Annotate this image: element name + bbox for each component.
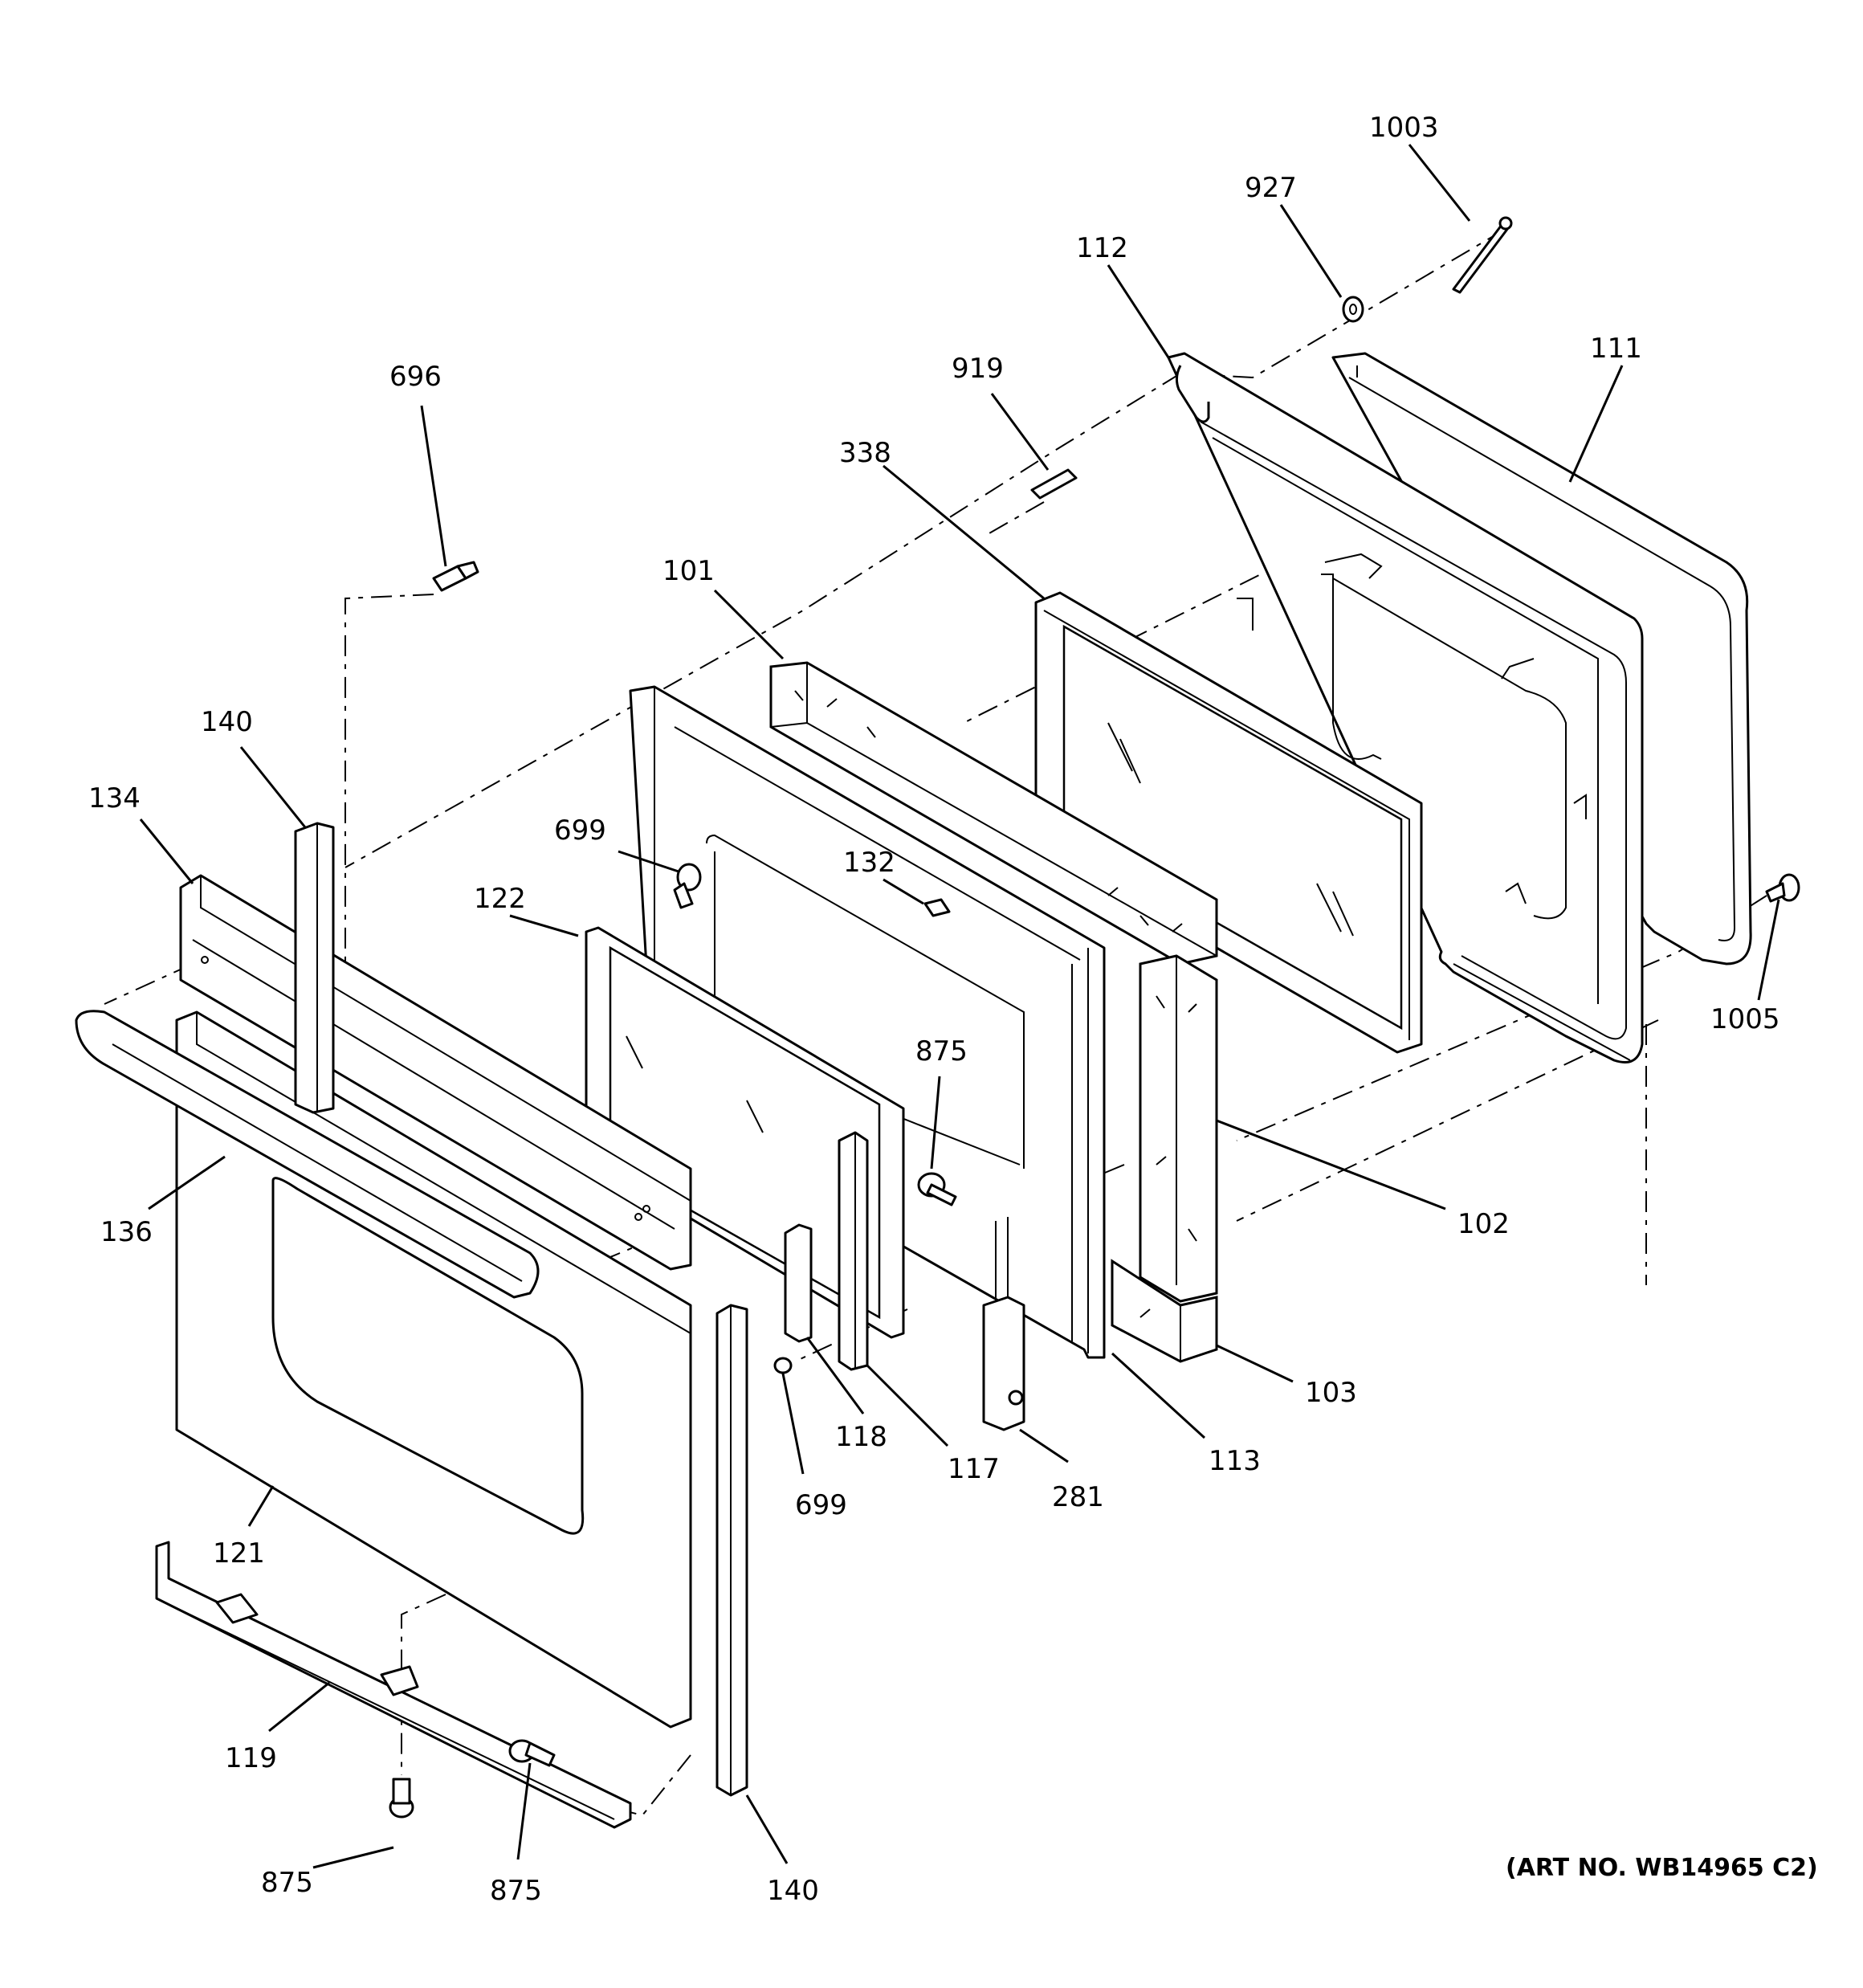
callout-140-bot: 140	[767, 1875, 819, 1907]
fastener-875-screw-left	[389, 1778, 414, 1819]
part-118-hinge-bracket	[784, 1223, 813, 1343]
part-103-bottom-insulation	[1111, 1259, 1218, 1363]
part-338-window-glass	[1034, 591, 1423, 1054]
callout-1005: 1005	[1710, 1003, 1780, 1035]
callout-111: 111	[1590, 333, 1642, 365]
callout-875-mid: 875	[915, 1035, 968, 1067]
callout-699-bot: 699	[795, 1489, 847, 1521]
fastener-1005-screw	[1765, 873, 1800, 903]
part-121-outer-door-panel	[175, 1010, 692, 1729]
callout-140-top: 140	[201, 706, 253, 738]
fastener-919-pin	[1030, 468, 1078, 500]
callout-875-right: 875	[490, 1875, 542, 1907]
part-140-top-side-strip	[294, 822, 335, 1114]
callout-113: 113	[1209, 1445, 1261, 1477]
callout-102: 102	[1457, 1208, 1510, 1240]
callout-leaders	[139, 144, 1780, 1869]
callout-281: 281	[1052, 1481, 1104, 1513]
part-281-hinge	[982, 1217, 1025, 1431]
callout-121: 121	[213, 1537, 265, 1570]
fastener-699-screw-bottom	[773, 1357, 793, 1374]
callout-927: 927	[1245, 172, 1297, 204]
fastener-875-screw-right	[508, 1739, 556, 1767]
art-number: (ART NO. WB14965 C2)	[1506, 1854, 1818, 1882]
part-112-inner-door-panel	[1167, 352, 1644, 1063]
fastener-875-screw-mid	[917, 1172, 957, 1206]
callout-1003: 1003	[1369, 112, 1439, 144]
callout-134: 134	[88, 782, 141, 814]
callout-112: 112	[1076, 232, 1128, 264]
callout-122: 122	[474, 883, 526, 915]
part-102-side-insulation	[1139, 954, 1218, 1303]
callout-101: 101	[662, 555, 715, 587]
callout-875-left: 875	[261, 1867, 313, 1899]
fastener-699-screw-top	[673, 863, 702, 909]
callout-696: 696	[389, 361, 442, 393]
callout-919: 919	[952, 353, 1004, 385]
callout-338: 338	[839, 437, 891, 469]
callout-labels: 1003 927 112 111 696 919 338 101 140 134…	[88, 112, 1780, 1907]
part-101-top-insulation	[769, 661, 1218, 965]
callout-119: 119	[225, 1742, 277, 1774]
callout-118: 118	[835, 1421, 887, 1453]
fastener-927-washer	[1342, 296, 1364, 323]
callout-136: 136	[100, 1216, 153, 1248]
fastener-1003-screw	[1452, 216, 1513, 294]
fastener-132-clip	[923, 898, 951, 917]
callout-132: 132	[843, 847, 895, 879]
callout-103: 103	[1305, 1377, 1357, 1409]
fastener-696-screw	[432, 561, 479, 592]
part-140-bottom-side-strip	[715, 1304, 748, 1797]
callout-699-top: 699	[554, 814, 606, 847]
part-136-door-handle	[75, 1010, 540, 1299]
callout-117: 117	[948, 1453, 1000, 1485]
part-117-hinge-receiver	[838, 1131, 869, 1371]
